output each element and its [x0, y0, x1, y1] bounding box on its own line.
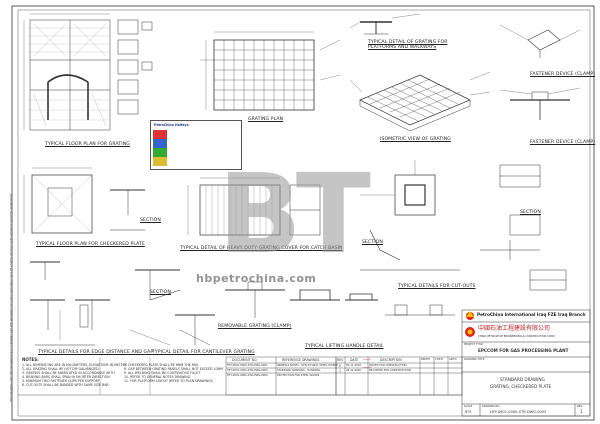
drawing-title-1: STANDARD DRAWING: [500, 377, 545, 382]
platform-grating-detail: [349, 13, 421, 35]
note-10: 10. REFER TO GENERAL NOTES DRAWING: [124, 375, 191, 379]
fastener-detail-a: [499, 24, 581, 58]
rev-row-1-desc: ISSUED FOR CONSTRUCTION: [369, 364, 407, 367]
vertical-margin-note: THIS DRAWING AND THE INFORMATION IT CONT…: [9, 193, 13, 403]
lifting-handle-detail: [290, 289, 455, 316]
scale-value: NTS: [465, 410, 472, 414]
title-block-frame: [461, 309, 591, 417]
note-8: 8. GAP BETWEEN GRATING PANELS SHALL NOT …: [124, 367, 223, 371]
revision-table-frame: [335, 356, 463, 396]
rev-header-chk: CHK'D: [435, 358, 444, 361]
caption-section-c: SECTION: [362, 240, 383, 245]
rev-row-1-no: 0: [339, 364, 342, 368]
heavy-duty-grating-cover: [187, 177, 321, 236]
drawing-title-label: DRAWING TITLE:: [464, 358, 486, 361]
rev-row-2-desc: RE-ISSUED FOR CONSTRUCTION: [369, 369, 411, 372]
caption-cantilever: TYPICAL DETAIL FOR CANTILEVER GRATING: [152, 350, 255, 355]
ref-row-3-title: PROTECTION FOR STEEL WORKS: [277, 374, 320, 377]
inset-stamp: PetroChina Halfaya: [150, 120, 242, 170]
scale-label: SCALE: [464, 405, 473, 408]
note-7: 7. CHECKERED PLATE SHALL BE 6MM THK MIN: [124, 363, 198, 367]
note-3: 3. GRATING SHALL BE FABRICATED IN ACCORD…: [22, 371, 115, 375]
project-label: PROJECT TITLE:: [464, 343, 484, 346]
note-2: 2. ALL GRATING SHALL BE HOT DIP GALVANIZ…: [22, 367, 99, 371]
caption-isometric: ISOMETRIC VIEW OF GRATING: [380, 137, 451, 142]
petrochina-logo: [466, 311, 474, 320]
caption-section-a: SECTION: [140, 218, 161, 223]
ref-row-1-doc: HFY-0601-0000-STR-DWG-0001: [227, 364, 268, 367]
caption-floor-plan: TYPICAL FLOOR PLAN FOR GRATING: [45, 142, 130, 147]
contractor-name-en: CHINA PETROLEUM ENGINEERING & CONSTRUCTI…: [478, 335, 555, 338]
grating-plan: [200, 31, 341, 111]
removable-grating-clamp: [225, 281, 285, 318]
ref-header-drawings: REFERENCE DRAWINGS: [282, 358, 320, 362]
rev-row-2-no: 1: [339, 369, 342, 373]
caption-fastener-a: FASTENER DEVICE (CLAMP): [530, 72, 596, 77]
rev-row-2-date: 28-12-2020: [346, 369, 362, 372]
drawing-no-label: DRAWING NO.: [482, 405, 501, 408]
caption-fastener-b: FASTENER DEVICE (CLAMP): [530, 140, 596, 145]
rev-header-date: DATE: [350, 358, 359, 362]
caption-lifting-handle: TYPICAL LIFTING HANDLE DETAIL: [305, 344, 384, 349]
rev-row-1-date: 09-11-2016: [346, 364, 362, 367]
caption-checkered-plan: TYPICAL FLOOR PLAN FOR CHECKERED PLATE: [36, 242, 145, 247]
rev-value: 1: [580, 409, 583, 414]
note-9: 9. ALL WELDING SHALL BE CONTINUOUS FILLE…: [124, 371, 201, 375]
cantilever-details: [129, 269, 215, 346]
contractor-name-cn: 中國石油工程建設有限公司: [478, 325, 551, 332]
ref-row-3-doc: HFY-0601-0000-STR-DWG-0004: [227, 374, 268, 377]
note-6: 6. CUT-OUTS SHALL BE BANDED WITH SAME SI…: [22, 383, 109, 387]
client-name: PetroChina International Iraq FZE Iraq B…: [477, 312, 586, 317]
rev-label: REV.: [577, 405, 583, 408]
caption-section-d: SECTION: [520, 210, 541, 215]
watermark-url: hbpetrochina.com: [196, 272, 317, 285]
caption-section-b: SECTION: [150, 290, 171, 295]
right-small-details: [480, 164, 567, 291]
caption-platforms: TYPICAL DETAIL OF GRATING FOR PLATFORMS …: [368, 40, 448, 50]
fastener-detail-b: [499, 87, 581, 120]
ref-row-1-title: GENERAL NOTES - STRUCTURAL STEEL WORKS: [277, 364, 338, 367]
rev-header-prep: PREP'D: [421, 358, 431, 361]
drawing-title-2: GRATING, CHECKERED PLATE: [490, 384, 552, 389]
caption-grating-plan: GRATING PLAN: [248, 117, 284, 122]
caption-cut-outs: TYPICAL DETAILS FOR CUT-OUTS: [398, 284, 476, 289]
project-title: EPCCOM FOR GAS PROCESSING PLANT: [478, 348, 569, 353]
cpecc-logo: [465, 327, 475, 337]
note-1: 1. ALL DIMENSIONS ARE IN MILLIMETERS, EL…: [22, 363, 127, 367]
note-4: 4. BEARING BARS SHALL SPAN IN SHORTER DI…: [22, 375, 110, 379]
ref-header-docno: DOCUMENT NO.: [232, 358, 258, 362]
notes-label: NOTES:: [22, 357, 39, 362]
floor-plan-side-details: [117, 19, 153, 115]
ref-row-2-doc: HFY-0601-0000-STR-DWG-0003: [227, 369, 268, 372]
checkered-side-detail: [110, 189, 145, 231]
floor-plan-grating: [23, 13, 111, 131]
stamp-company: PetroChina Halfaya: [154, 123, 189, 127]
rev-header-app: APP'D: [449, 358, 457, 361]
watermark-logo: BT: [218, 150, 371, 278]
rev-header-rev: REV: [337, 358, 344, 362]
edge-distance-details: [30, 261, 110, 346]
note-5: 5. MINIMUM TWO FASTENER CLIPS PER SUPPOR…: [22, 379, 100, 383]
rev-header-desc: DESCRIPTION: [380, 358, 402, 362]
isometric-grating: [349, 71, 491, 132]
caption-heavy-duty: TYPICAL DETAIL OF HEAVY DUTY GRATING COV…: [180, 246, 343, 251]
caption-edge-distance: TYPICAL DETAILS FOR EDGE DISTANCE AND GA…: [38, 350, 154, 355]
checkered-plate-plan: [23, 167, 93, 234]
caption-removable: REMOVABLE GRATING (CLAMP): [218, 324, 292, 329]
stamp-color-bar: [153, 130, 167, 166]
column-cutout-detail: [360, 160, 460, 271]
ref-row-2-title: STANDARD DRAWING - HANDRAIL: [277, 369, 321, 372]
note-11: 11. FOR PLATFORM LAYOUT REFER TO PLAN DR…: [124, 379, 213, 383]
drawing-no: HFY-0601-0000-STR-DWG-0005: [490, 410, 547, 414]
